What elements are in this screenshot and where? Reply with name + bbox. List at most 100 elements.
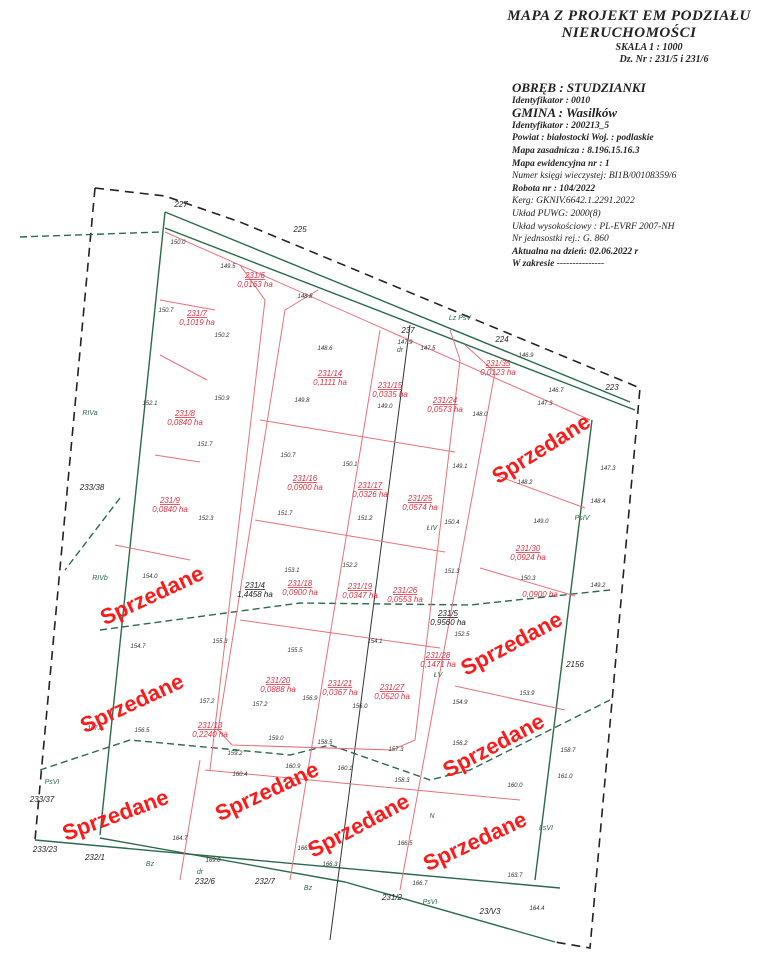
sold-stamp: Sprzedane	[419, 806, 530, 876]
elevation-point: 157.2	[252, 702, 268, 708]
elevation-point: 157.2	[199, 699, 215, 705]
mapa-ewidencyjna: Mapa ewidencyjna nr : 1	[512, 158, 610, 169]
parcel-number: 231/20	[265, 676, 291, 685]
neighbor-parcel-number: 224	[494, 335, 509, 344]
elevation-point: 156.2	[452, 741, 468, 747]
elevation-point: 148.8	[297, 294, 313, 300]
land-use-label: PsVI	[45, 779, 60, 786]
map-title-block: MAPA Z PROJEKT EM PODZIAŁU NIERUCHOMOŚCI…	[490, 8, 768, 66]
land-use-label: PsVI	[423, 899, 438, 906]
parcel-area: 0,1111 ha	[313, 378, 347, 387]
elevation-point: 148.0	[472, 412, 488, 418]
land-use-label: RIVa	[82, 410, 97, 417]
elevation-point: 148.4	[590, 499, 606, 505]
elevation-point: 150.2	[214, 333, 230, 339]
land-use-labels: Lz PsVRIVaRIVbŁIVPsIVŁVLsVIPsVIBzBzPsVIN…	[45, 315, 591, 906]
elevation-point: 150.7	[158, 308, 174, 314]
neighbor-parcel-number: 232/6	[194, 877, 216, 886]
land-use-label: PsIV	[575, 515, 591, 522]
uklad-puwg: Układ PUWG: 2000(8)	[512, 208, 601, 219]
elevation-point: 151.7	[197, 442, 213, 448]
elevation-point: 152.5	[454, 632, 470, 638]
land-use-label: dr	[197, 869, 204, 876]
neighbor-parcel-number: 232/7	[254, 877, 276, 886]
elevation-point: 154.1	[367, 639, 382, 645]
elevation-point: 150.7	[280, 453, 296, 459]
neighbor-parcel-number: 237	[400, 326, 415, 335]
gmina: GMINA : Wasilków	[512, 105, 617, 121]
map-metadata: OBRĘB : STUDZIANKI Identyfikator : 0010 …	[512, 80, 768, 271]
elevation-point: 149.1	[452, 464, 467, 470]
parcel-area: 0,0520 ha	[374, 692, 410, 701]
elevation-point: 158.3	[394, 778, 410, 784]
parcel-number: 231/8	[174, 409, 196, 418]
elevation-point: 154.9	[452, 700, 468, 706]
elevation-point: 149.2	[590, 583, 606, 589]
obreb: OBRĘB : STUDZIANKI	[512, 80, 646, 95]
elevation-point: 150.0	[170, 240, 186, 246]
kerg: Kerg: GKNIV.6642.1.2291.2022	[512, 196, 635, 207]
elevation-point: 155.3	[212, 639, 228, 645]
jednostka-rej: Nr jednsostki rej.: G. 860	[512, 234, 609, 245]
parcel-number: 231/15	[377, 381, 403, 390]
existing-parcel-area: 0,9560 ha	[430, 618, 466, 627]
land-use-label: ŁV	[434, 672, 444, 679]
elevation-point: 147.5	[420, 346, 436, 352]
elevation-point: 149.0	[377, 404, 393, 410]
existing-parcel-number: 231/5	[437, 609, 459, 618]
parcel-number: 231/13	[197, 721, 223, 730]
sold-stamp: Sprzedane	[487, 409, 595, 489]
gmina-id: Identyfikator : 200213_5	[512, 120, 610, 131]
elevation-point: 164.7	[172, 836, 188, 842]
elevation-labels: 150.0149.5148.8147.9147.5146.9146.7150.7…	[87, 240, 616, 912]
elevation-point: 156.0	[352, 704, 368, 710]
neighbor-parcel-number: 225	[292, 225, 307, 234]
parcel-area: 0,0335 ha	[372, 390, 408, 399]
aktualna-na-dzien: Aktualna na dzień: 02.06.2022 r	[512, 246, 639, 257]
sold-stamps: SprzedaneSprzedaneSprzedaneSprzedaneSprz…	[59, 409, 595, 876]
land-use-label: RIVb	[92, 575, 108, 582]
survey-boundary-left	[34, 187, 96, 843]
parcel-area: 0,0888 ha	[260, 685, 296, 694]
sold-stamp: Sprzedane	[59, 784, 172, 846]
parcel-number: 231/28	[425, 651, 451, 660]
parcel-number: 231/19	[347, 582, 373, 591]
sold-stamp: Sprzedane	[96, 560, 207, 630]
elevation-point: 154.7	[130, 644, 146, 650]
parcel-number: 231/24	[432, 396, 458, 405]
elevation-point: 148.6	[317, 346, 333, 352]
survey-boundary	[94, 187, 641, 949]
land-use-boundaries	[19, 231, 611, 781]
parcel-number: 231/30	[515, 544, 541, 553]
road-boundaries	[34, 211, 636, 943]
w-zakresie: W zakresie ---------------	[512, 259, 605, 270]
neighbor-parcel-number: 233/23	[32, 845, 58, 854]
parcel-number: 231/35	[485, 359, 511, 368]
elevation-point: 163.7	[507, 873, 523, 879]
parcel-number: 231/18	[287, 579, 313, 588]
elevation-point: 152.3	[198, 516, 214, 522]
sold-stamp: Sprzedane	[456, 606, 566, 680]
parcel-area: 0,0123 ha	[480, 368, 516, 377]
elevation-point: 149.8	[294, 398, 310, 404]
title-line-2: NIERUCHOMOŚCI	[561, 25, 697, 41]
elevation-point: 153.9	[519, 691, 535, 697]
elevation-point: 149.0	[533, 519, 549, 525]
existing-parcel-number: 231/4	[244, 581, 266, 590]
neighbor-parcel-number: 233/38	[79, 483, 105, 492]
parcel-area: 0,0347 ha	[342, 591, 378, 600]
sold-stamp: Sprzedane	[303, 788, 413, 862]
parcel-area: 0,2240 ha	[192, 730, 228, 739]
elevation-point: 157.6	[87, 726, 103, 732]
elevation-point: 152.2	[342, 563, 358, 569]
elevation-point: 147.3	[600, 466, 616, 472]
elevation-point: 159.2	[227, 751, 243, 757]
land-use-label: LsVI	[539, 825, 553, 832]
elevation-point: 150.9	[214, 396, 230, 402]
land-use-label: Bz	[304, 885, 313, 892]
land-use-label: ŁIV	[427, 525, 439, 532]
elevation-point: 161.0	[557, 774, 573, 780]
parcel-area: 0,0840 ha	[152, 505, 188, 514]
